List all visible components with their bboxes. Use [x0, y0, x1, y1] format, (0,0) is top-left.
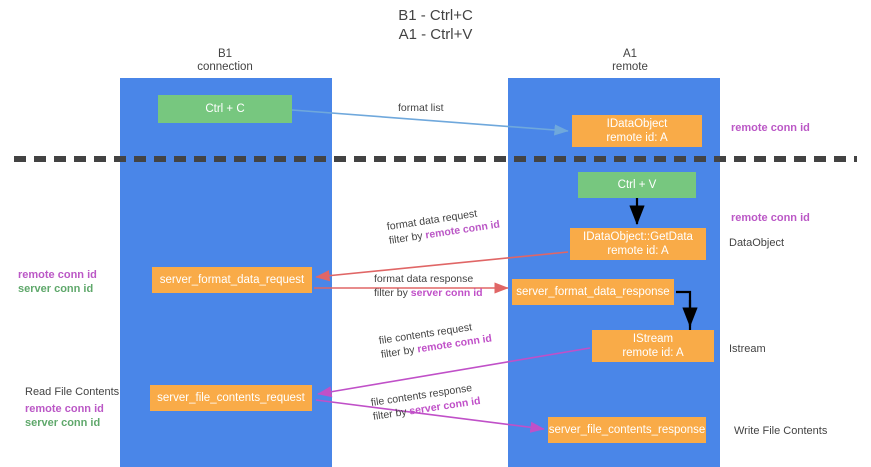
phase-separator-dashed-line: [14, 156, 857, 162]
filter-prefix: filter by: [380, 343, 419, 361]
box-ctrl-v[interactable]: Ctrl + V: [578, 172, 696, 198]
box-server-file-contents-request[interactable]: server_file_contents_request: [150, 385, 312, 411]
column-header-b1: B1 connection: [150, 48, 300, 74]
annotation-format-list: format list: [398, 101, 444, 115]
label-left-remote-conn-id-2: remote conn id: [25, 403, 104, 415]
label-left-remote-conn-id: remote conn id: [18, 269, 97, 281]
box-server-format-data-request[interactable]: server_format_data_request: [152, 267, 312, 293]
annotation-format-data-response-filter: filter by server conn id: [374, 286, 483, 300]
label-dataobject: DataObject: [729, 237, 785, 249]
box-idataobject-line2: remote id: A: [606, 132, 668, 144]
box-server-format-data-response[interactable]: server_format_data_response: [512, 279, 674, 305]
column-header-b1-role: connection: [197, 61, 253, 73]
box-server-format-data-request-label: server_format_data_request: [159, 274, 305, 286]
box-server-file-contents-request-label: server_file_contents_request: [157, 392, 305, 404]
label-left-server-conn-id-2: server conn id: [25, 417, 101, 429]
annotation-file-contents-request: file contents request filter by remote c…: [378, 318, 493, 362]
filter-key-server-conn-id: server conn id: [410, 287, 483, 299]
box-idataobject[interactable]: IDataObject remote id: A: [572, 115, 702, 147]
annotation-format-list-text: format list: [398, 102, 444, 114]
box-istream-line2: remote id: A: [622, 347, 684, 359]
filter-prefix: filter by: [388, 229, 427, 247]
box-server-format-data-response-label: server_format_data_response: [516, 286, 670, 298]
box-ctrl-c[interactable]: Ctrl + C: [158, 95, 292, 123]
label-left-server-conn-id: server conn id: [18, 283, 94, 295]
box-getdata-line1: IDataObject::GetData: [583, 231, 693, 243]
label-remote-conn-id-mid: remote conn id: [731, 212, 810, 224]
label-left-conn-ids-top: remote conn id server conn id: [18, 268, 97, 296]
box-ctrl-v-label: Ctrl + V: [617, 179, 657, 191]
box-istream-line1: IStream: [632, 333, 674, 345]
label-read-file-contents: Read File Contents: [25, 386, 120, 398]
box-getdata-line2: remote id: A: [607, 245, 669, 257]
column-header-a1-name: A1: [622, 48, 638, 60]
filter-prefix: filter by: [372, 405, 411, 423]
label-write-file-contents: Write File Contents: [734, 425, 828, 437]
label-left-conn-ids-bottom: remote conn id server conn id: [25, 402, 104, 430]
column-header-b1-name: B1: [217, 48, 233, 60]
column-header-a1-role: remote: [612, 61, 648, 73]
title-line-1: B1 - Ctrl+C: [398, 7, 473, 24]
label-istream: Istream: [729, 343, 766, 355]
box-idataobject-getdata[interactable]: IDataObject::GetData remote id: A: [570, 228, 706, 260]
box-idataobject-line1: IDataObject: [606, 118, 668, 130]
annotation-format-data-response-text: format data response: [374, 273, 474, 285]
column-header-a1: A1 remote: [555, 48, 705, 74]
label-remote-conn-id-top: remote conn id: [731, 122, 810, 134]
page-title: B1 - Ctrl+C A1 - Ctrl+V: [0, 6, 871, 44]
box-server-file-contents-response[interactable]: server_file_contents_response: [548, 417, 706, 443]
box-istream[interactable]: IStream remote id: A: [592, 330, 714, 362]
box-ctrl-c-label: Ctrl + C: [205, 103, 245, 115]
title-line-2: A1 - Ctrl+V: [398, 26, 473, 43]
filter-prefix: filter by: [374, 287, 411, 299]
annotation-format-data-response: format data response filter by server co…: [374, 272, 483, 300]
annotation-format-data-request: format data request filter by remote con…: [386, 204, 501, 248]
box-server-file-contents-response-label: server_file_contents_response: [548, 424, 706, 436]
annotation-file-contents-response: file contents response filter by server …: [370, 380, 481, 424]
